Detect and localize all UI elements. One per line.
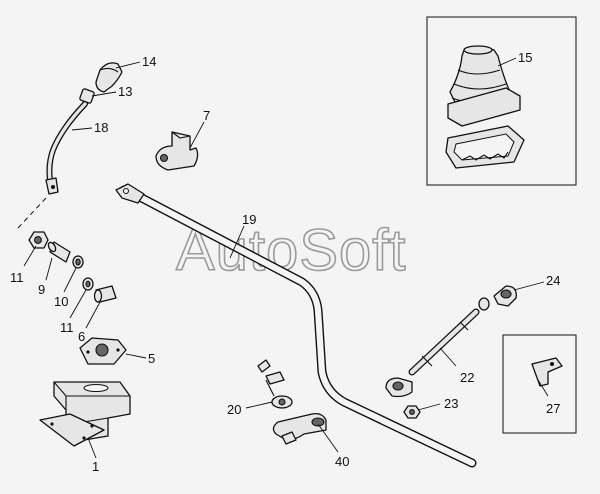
inset-box-bracket [502, 334, 577, 434]
washer-10 [72, 255, 84, 269]
callout-5: 5 [148, 351, 155, 366]
bracket-27 [531, 357, 563, 387]
callout-1: 1 [92, 459, 99, 474]
adjusting-rod-22 [408, 297, 490, 376]
callout-18: 18 [94, 120, 108, 135]
callout-9: 9 [38, 282, 45, 297]
shift-lever-18 [45, 101, 88, 195]
callout-19: 19 [242, 212, 256, 227]
inset-box-boot [426, 16, 577, 186]
shift-knob-14 [95, 62, 123, 93]
callout-15: 15 [518, 50, 532, 65]
shift-rod-19 [115, 183, 477, 468]
callouts: 14 13 18 7 15 19 11 9 10 11 6 5 1 20 40 … [10, 50, 560, 474]
callout-23: 23 [444, 396, 458, 411]
base-bracket-1 [39, 381, 131, 447]
callout-27: 27 [546, 401, 560, 416]
callout-6: 6 [78, 329, 85, 344]
bushing-6 [93, 285, 117, 303]
joint-20 [257, 359, 293, 409]
callout-24: 24 [546, 273, 560, 288]
washer-11-lower [82, 277, 94, 291]
nut-11-upper [28, 231, 49, 249]
ball-joint-24 [493, 285, 517, 307]
ball-joint-lower [385, 377, 413, 398]
bracket-7 [155, 131, 199, 171]
callout-11-upper: 11 [10, 270, 24, 285]
callout-22: 22 [460, 370, 474, 385]
callout-7: 7 [203, 108, 210, 123]
sleeve-9 [47, 241, 71, 263]
dashed-guide [17, 197, 47, 229]
flange-5 [79, 337, 127, 365]
callout-10: 10 [54, 294, 68, 309]
leader-lines [23, 57, 549, 459]
gear-boot-15 [447, 45, 521, 127]
callout-13: 13 [118, 84, 132, 99]
callout-40: 40 [335, 454, 349, 469]
callout-20: 20 [227, 402, 241, 417]
boot-frame [445, 125, 525, 169]
lever-arm-40 [272, 412, 327, 445]
callout-14: 14 [142, 54, 156, 69]
nut-23 [403, 405, 421, 419]
callout-11-lower: 11 [60, 320, 74, 335]
